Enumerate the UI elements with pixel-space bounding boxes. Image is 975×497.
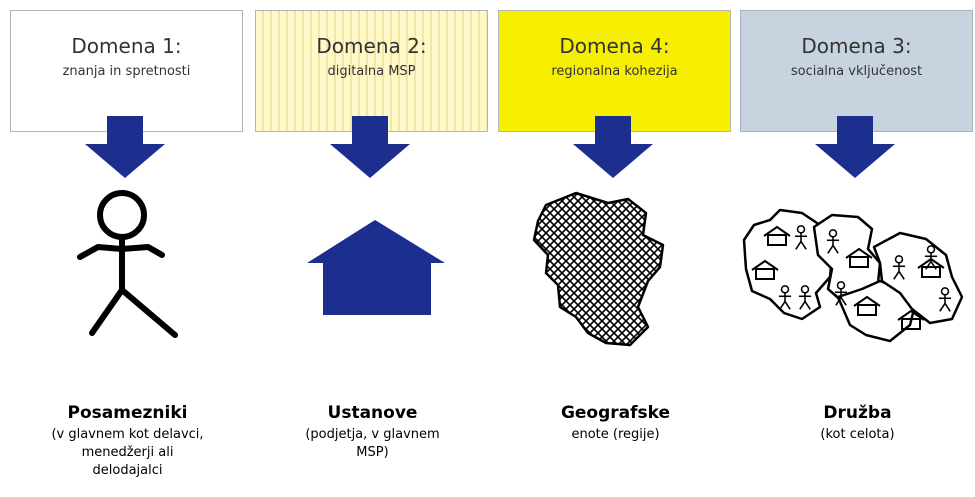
- entity-description: (kot celota): [820, 427, 895, 442]
- entity-caption-3: Geografske enote (regije): [498, 402, 733, 444]
- entity-description: enote (regije): [571, 427, 660, 442]
- entity-caption-2: Ustanove (podjetja, v glavnem MSP): [255, 402, 490, 462]
- house-icon: [307, 220, 445, 315]
- domain-subtitle: regionalna kohezija: [551, 64, 678, 79]
- domain-title: Domena 1:: [71, 34, 182, 58]
- domain-title: Domena 2:: [316, 34, 427, 58]
- domain-box-2: Domena 2: digitalna MSP: [255, 10, 488, 132]
- domain-subtitle: socialna vključenost: [790, 64, 923, 79]
- arrow-down-icon: [330, 116, 410, 178]
- domain-box-1: Domena 1: znanja in spretnosti: [10, 10, 243, 132]
- stick-figure-icon: [77, 190, 178, 338]
- entity-title: Ustanove: [327, 403, 418, 423]
- entity-description: (podjetja, v glavnem MSP): [305, 427, 440, 460]
- domain-column-3: Domena 4: regionalna kohezija Geografske…: [498, 0, 733, 497]
- domain-column-2: Domena 2: digitalna MSP Ustanove (podjet…: [255, 0, 490, 497]
- society-map-icon: [742, 208, 964, 343]
- domain-title: Domena 4:: [559, 34, 670, 58]
- entity-title: Geografske: [560, 403, 671, 423]
- entity-caption-4: Družba (kot celota): [740, 402, 975, 444]
- arrow-down-icon: [85, 116, 165, 178]
- entity-description: (v glavnem kot delavci, menedžerji ali d…: [51, 427, 204, 478]
- domain-box-3: Domena 4: regionalna kohezija: [498, 10, 731, 132]
- arrow-down-icon: [815, 116, 895, 178]
- domain-subtitle: znanja in spretnosti: [62, 64, 191, 79]
- region-map-icon: [532, 191, 665, 347]
- domain-box-4: Domena 3: socialna vključenost: [740, 10, 973, 132]
- domain-subtitle: digitalna MSP: [327, 64, 416, 79]
- arrow-down-icon: [573, 116, 653, 178]
- domain-title: Domena 3:: [801, 34, 912, 58]
- entity-title: Posamezniki: [67, 403, 188, 423]
- domain-column-1: Domena 1: znanja in spretnosti Posamezni…: [10, 0, 245, 497]
- entity-title: Družba: [823, 403, 892, 423]
- entity-caption-1: Posamezniki (v glavnem kot delavci, mene…: [10, 402, 245, 480]
- domain-column-4: Domena 3: socialna vključenost Družba (k…: [740, 0, 975, 497]
